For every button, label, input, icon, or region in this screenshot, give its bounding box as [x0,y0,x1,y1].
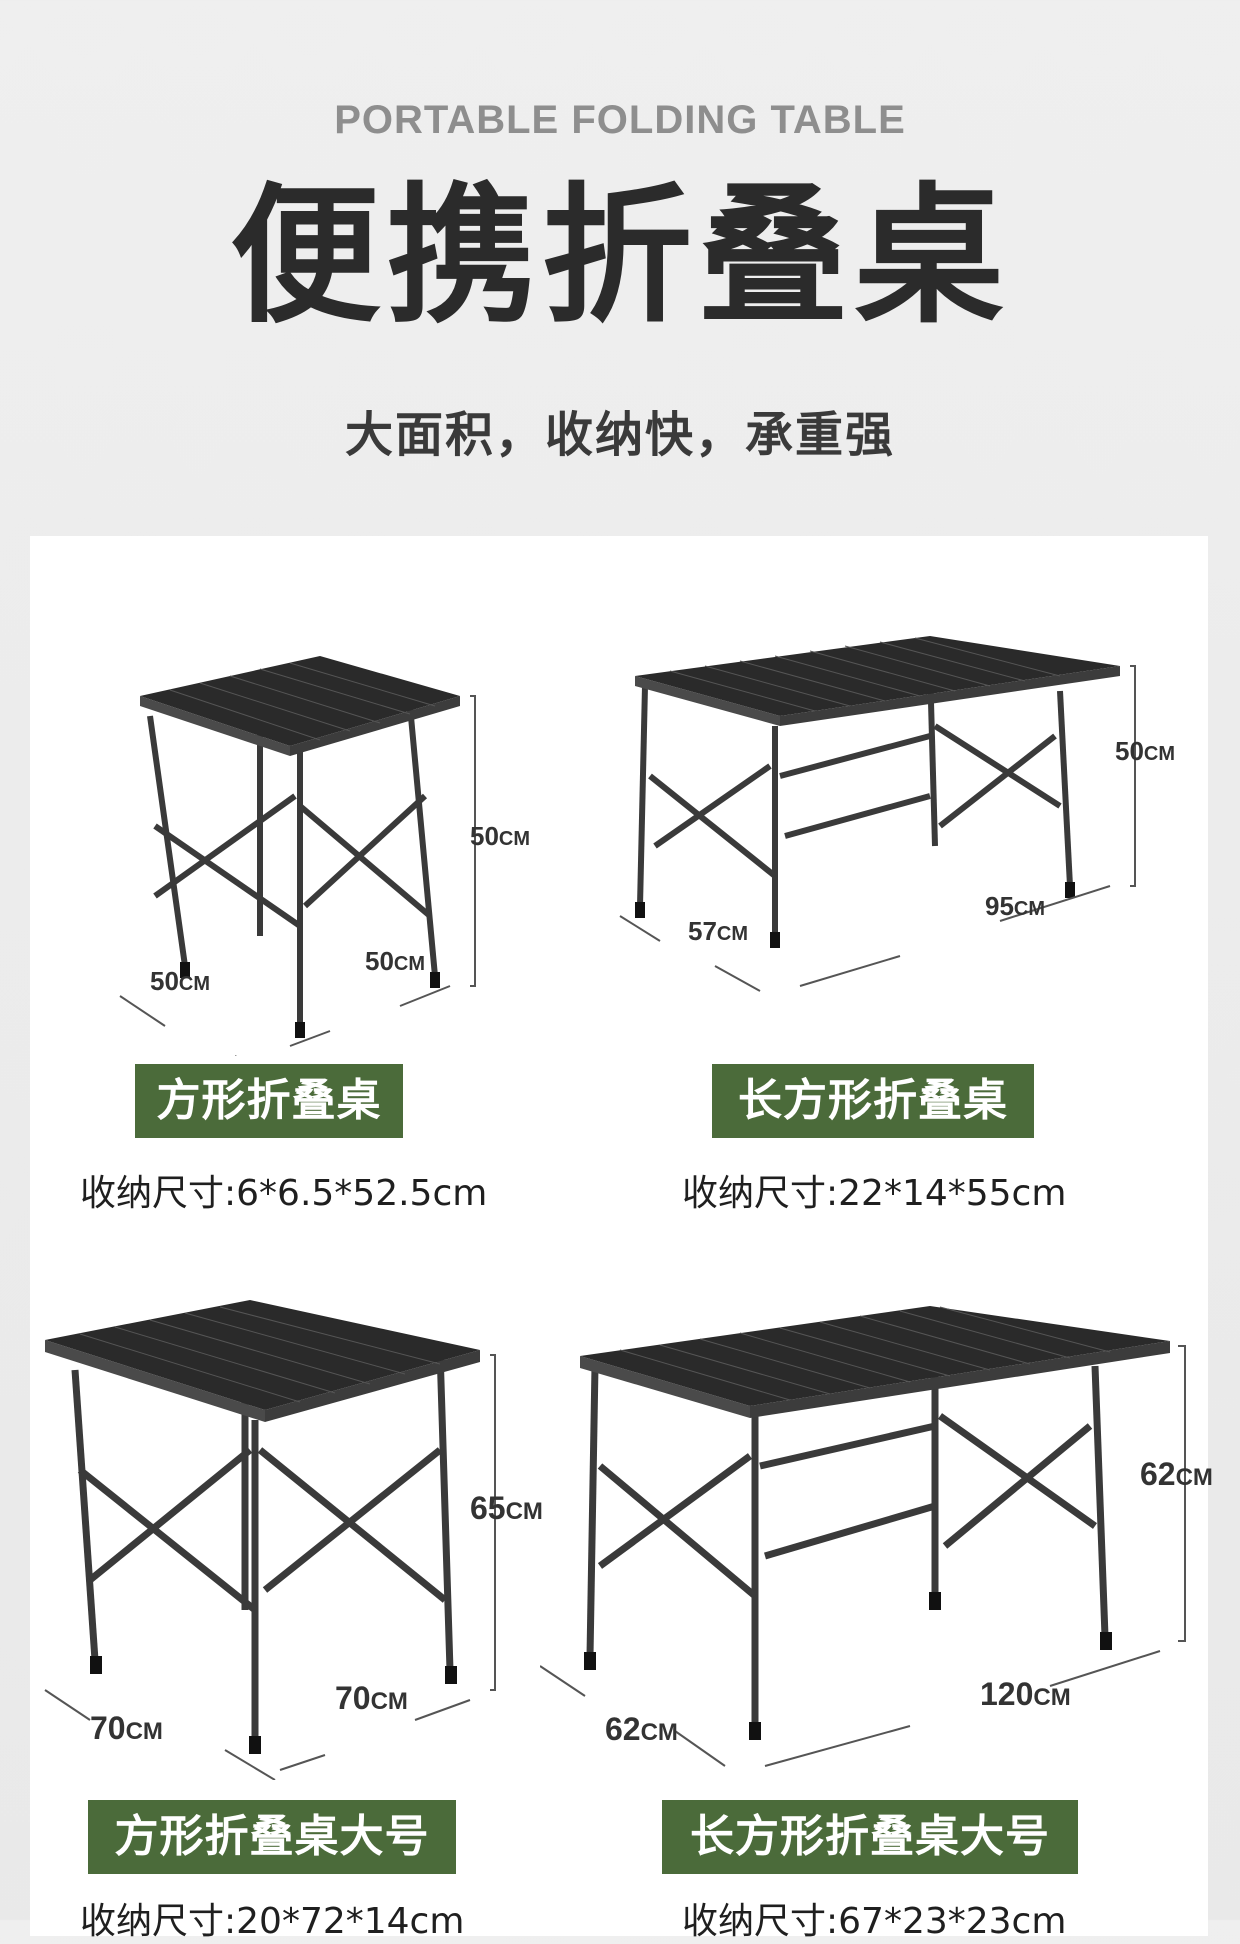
subtitle-en: PORTABLE FOLDING TABLE [334,98,906,142]
square-table-image [119,656,476,1056]
dim-depth: 57CM [688,916,749,946]
product-label: 长方形折叠桌 [712,1064,1034,1138]
rect-table-image [619,636,1136,992]
dim-depth: 50CM [150,966,211,996]
rect-large-table-image [540,1306,1186,1767]
product-square-large: 65CM 70CM 70CM [30,1280,550,1780]
pack-size: 收纳尺寸:22*14*55cm [682,1173,1067,1214]
product-label: 长方形折叠桌大号 [662,1800,1078,1874]
product-label: 方形折叠桌 [135,1064,403,1138]
tagline: 大面积，收纳快，承重强 [344,407,895,463]
dim-width: 95CM [985,891,1046,921]
product-label: 方形折叠桌大号 [88,1800,456,1874]
dim-height: 65CM [470,1490,543,1526]
dim-width: 120CM [980,1676,1071,1712]
dim-width: 70CM [335,1680,408,1716]
pack-size: 收纳尺寸:67*23*23cm [682,1901,1067,1942]
dim-height: 50CM [470,821,531,851]
dim-depth: 62CM [605,1711,678,1747]
pack-size: 收纳尺寸:20*72*14cm [80,1901,465,1942]
square-large-table-image [44,1300,496,1780]
product-rect-large: 62CM 120CM 62CM [540,1266,1213,1786]
pack-size: 收纳尺寸:6*6.5*52.5cm [80,1173,488,1214]
product-rect-small: 50CM 95CM 57CM [600,596,1190,996]
dim-height: 50CM [1115,736,1176,766]
page-title: 便携折叠桌 [229,170,1010,344]
product-card: 50CM 50CM 50CM 方形折叠桌 收纳尺寸:6*6.5*52.5cm [30,536,1213,1942]
product-square-small: 50CM 50CM 50CM [70,636,540,1056]
dim-width: 50CM [365,946,426,976]
dim-depth: 70CM [90,1710,163,1746]
dim-height: 62CM [1140,1456,1213,1492]
